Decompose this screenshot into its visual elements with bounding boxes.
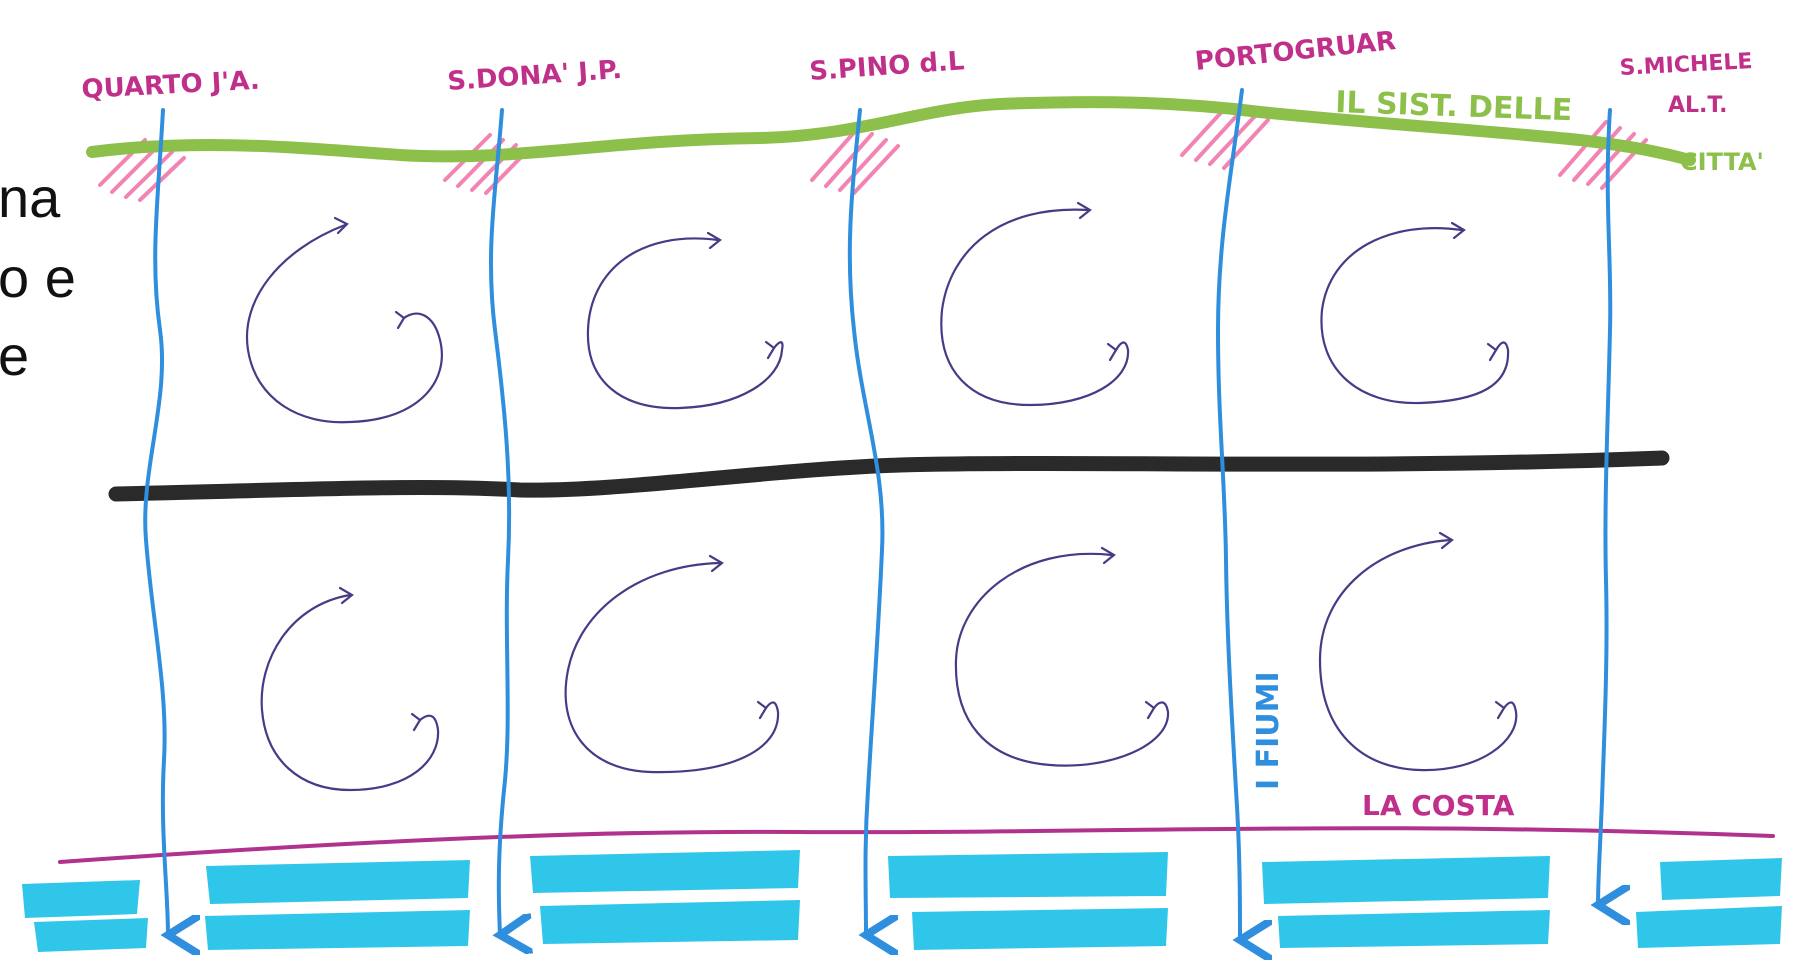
sea-strip xyxy=(888,852,1168,898)
sea-strip xyxy=(22,880,140,918)
sea-strip xyxy=(1262,856,1550,904)
sea-strips xyxy=(22,850,1782,952)
river-line xyxy=(850,110,883,935)
spiral xyxy=(941,210,1128,405)
river-line xyxy=(1598,110,1610,905)
sea-strip xyxy=(34,918,148,952)
sea-strip xyxy=(206,860,470,904)
river-line xyxy=(1218,90,1242,940)
town-label-sstino: S.PINO d.L xyxy=(808,46,965,87)
river-line xyxy=(491,110,509,935)
town-label-smichele-2: AL.T. xyxy=(1668,93,1727,118)
coast-label: LA COSTA xyxy=(1362,789,1515,822)
city-hatch xyxy=(1560,122,1646,188)
spiral xyxy=(956,554,1168,766)
town-label-sdona: S.DONA' J.P. xyxy=(446,55,623,97)
sea-strip xyxy=(1636,906,1782,948)
town-label-portogruaro: PORTOGRUAR xyxy=(1194,26,1398,77)
spiral xyxy=(566,563,778,772)
sea-strip xyxy=(530,850,800,893)
sea-strip xyxy=(1278,910,1550,948)
river-line xyxy=(145,110,168,935)
spiral xyxy=(588,238,783,408)
spiral xyxy=(262,595,438,790)
spiral xyxy=(247,225,442,422)
city-system-label-2: CITTA' xyxy=(1680,148,1764,176)
spiral xyxy=(1321,228,1508,403)
spiral xyxy=(1320,540,1516,770)
sea-strip xyxy=(1660,858,1782,900)
city-hatch xyxy=(445,135,528,193)
town-label-smichele: S.MICHELE xyxy=(1619,49,1753,81)
town-label-quarto: QUARTO J'A. xyxy=(81,66,261,105)
sea-strip xyxy=(540,900,800,944)
sea-strip xyxy=(912,908,1168,950)
main-divider-line xyxy=(116,458,1662,494)
sea-strip xyxy=(205,910,470,950)
rivers-label: I FIUMI xyxy=(1251,671,1286,790)
